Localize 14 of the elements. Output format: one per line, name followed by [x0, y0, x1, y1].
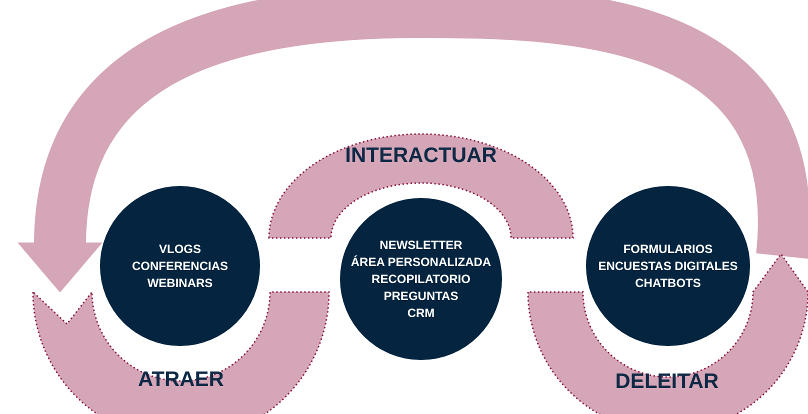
list-text: WEBINARS [147, 274, 213, 292]
list-text: CONFERENCIAS [132, 258, 228, 274]
list-text: VLOGS [158, 240, 201, 258]
stage-title: ATRAER [137, 368, 225, 392]
stage-title: INTERACTUAR [344, 144, 498, 168]
list-text: CRM [407, 304, 435, 322]
list-text: ENCUESTAS DIGITALES [598, 258, 738, 274]
list-text: RECOPILATORIO [372, 270, 470, 288]
list-text: ÁREA PERSONALIZADA [350, 254, 492, 270]
list-text: NEWSLETTER [380, 236, 462, 254]
list-text: FORMULARIOS [623, 240, 713, 258]
list-text: CHATBOTS [635, 274, 701, 292]
stage-title: DELEITAR [614, 370, 720, 394]
list-text: PREGUNTAS [384, 288, 458, 304]
